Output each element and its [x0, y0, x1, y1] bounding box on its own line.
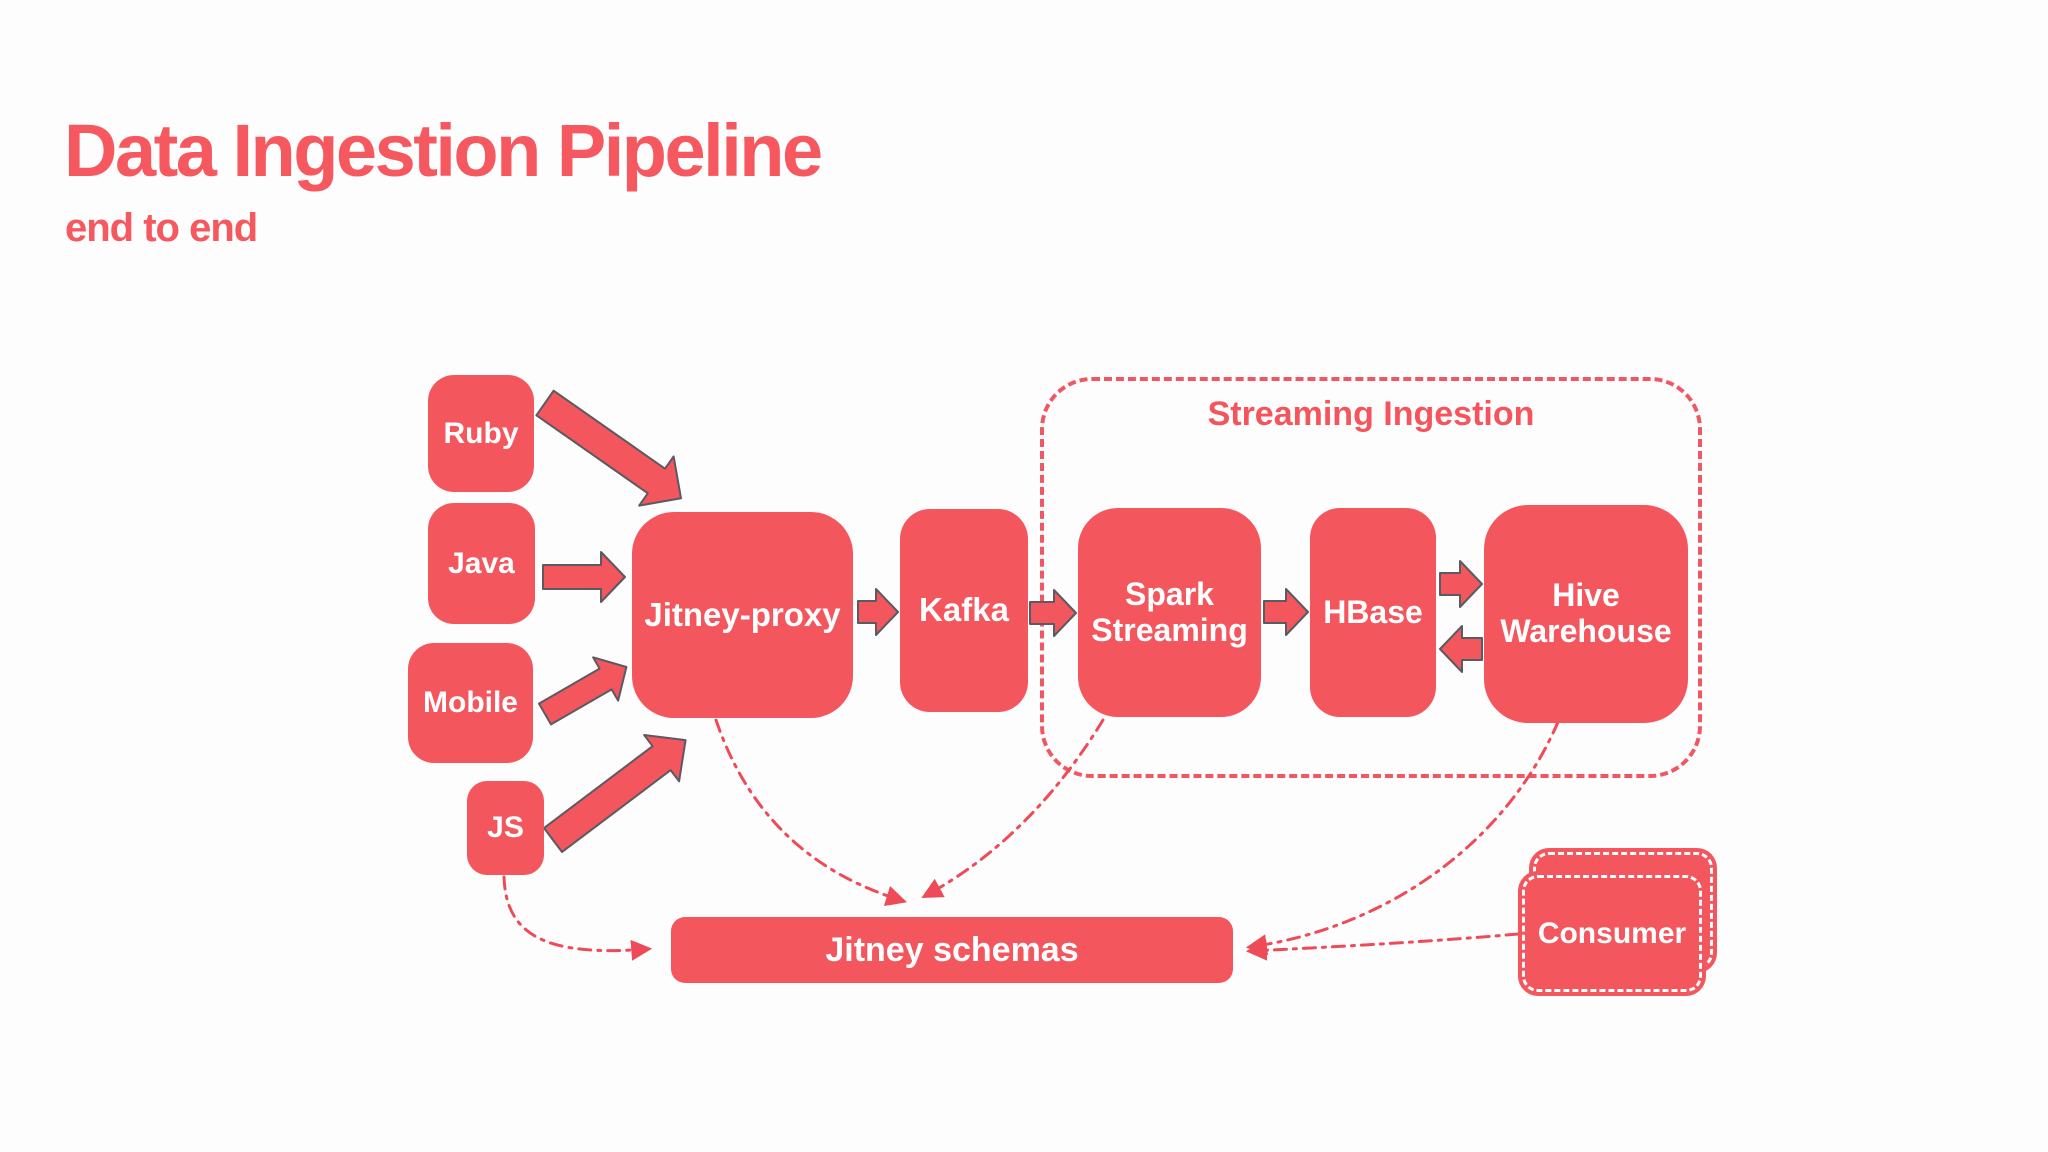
node-hbase-label: HBase: [1323, 593, 1423, 630]
node-mobile-label: Mobile: [423, 686, 518, 720]
node-jitney-schemas-label: Jitney schemas: [825, 930, 1079, 969]
group-streaming-ingestion: Streaming Ingestion: [1040, 377, 1702, 778]
node-js-label: JS: [487, 811, 524, 845]
node-java-label: Java: [448, 546, 515, 580]
node-spark-streaming-label: Spark Streaming: [1091, 575, 1248, 648]
dashed-js-to-schemas: [502, 875, 653, 961]
node-kafka: Kafka: [900, 509, 1028, 712]
node-ruby: Ruby: [428, 375, 534, 492]
page-title: Data Ingestion Pipeline: [64, 109, 823, 192]
arrow-proxy-to-kafka: [857, 588, 899, 636]
arrow-java-to-proxy: [542, 551, 626, 603]
node-consumer: Consumer: [1522, 875, 1702, 992]
node-jitney-schemas: Jitney schemas: [671, 917, 1233, 983]
node-hive-warehouse-label: Hive Warehouse: [1500, 577, 1672, 649]
group-streaming-ingestion-label: Streaming Ingestion: [1207, 395, 1535, 433]
dashed-consumer-to-schemas: [1245, 932, 1520, 961]
node-spark-streaming: Spark Streaming: [1078, 508, 1261, 717]
arrow-hive-to-hbase: [1439, 625, 1483, 673]
node-hbase: HBase: [1310, 508, 1436, 717]
node-jitney-proxy: Jitney-proxy: [632, 512, 853, 718]
arrow-kafka-to-spark: [1029, 589, 1077, 637]
node-kafka-label: Kafka: [919, 591, 1009, 629]
arrow-ruby-to-proxy: [535, 389, 682, 507]
node-consumer-label: Consumer: [1537, 916, 1687, 950]
node-ruby-label: Ruby: [443, 416, 519, 450]
dashed-proxy-to-schemas: [714, 718, 908, 907]
arrow-spark-to-hbase: [1263, 588, 1309, 636]
arrow-mobile-to-proxy: [538, 656, 628, 726]
arrow-hbase-to-hive: [1439, 560, 1483, 608]
node-java: Java: [428, 503, 535, 624]
node-js: JS: [467, 781, 544, 875]
node-mobile: Mobile: [408, 643, 533, 763]
node-hive-warehouse: Hive Warehouse: [1484, 505, 1688, 723]
node-jitney-proxy-label: Jitney-proxy: [644, 595, 841, 633]
page-subtitle: end to end: [65, 206, 258, 250]
dashed-spark-to-schemas: [921, 718, 1105, 899]
arrow-js-to-proxy: [542, 733, 687, 853]
dashed-hive-to-schemas: [1245, 720, 1560, 956]
